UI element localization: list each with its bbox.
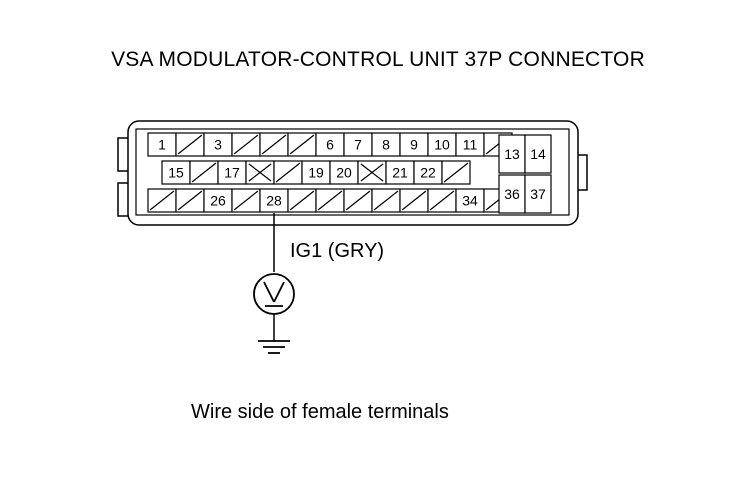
unused-terminal-slash bbox=[149, 190, 175, 211]
terminal-number: 37 bbox=[530, 186, 546, 202]
terminal-number: 34 bbox=[462, 193, 478, 209]
blocked-terminal-cross bbox=[360, 163, 384, 182]
terminal-number: 20 bbox=[336, 165, 352, 181]
terminal-cell bbox=[524, 174, 552, 214]
unused-terminal-slash bbox=[289, 134, 315, 155]
terminal-number: 1 bbox=[158, 137, 166, 153]
unused-terminal-slash bbox=[275, 162, 301, 183]
terminal-number: 15 bbox=[168, 165, 184, 181]
terminal-number: 28 bbox=[266, 193, 282, 209]
terminal-number: 26 bbox=[210, 193, 226, 209]
terminal-cell bbox=[524, 134, 552, 174]
unused-terminal-slash bbox=[373, 190, 399, 211]
unused-terminal-slash bbox=[289, 190, 315, 211]
diagram-title: VSA MODULATOR-CONTROL UNIT 37P CONNECTOR bbox=[111, 48, 645, 71]
terminal-number: 9 bbox=[410, 137, 418, 153]
unused-terminal-slash bbox=[177, 190, 203, 211]
unused-terminal-slash bbox=[317, 190, 343, 211]
terminal-number: 17 bbox=[224, 165, 240, 181]
terminal-number: 13 bbox=[504, 146, 520, 162]
unused-terminal-slash bbox=[401, 190, 427, 211]
unused-terminal-slash bbox=[191, 162, 217, 183]
blocked-terminal-cross bbox=[248, 163, 272, 182]
terminal-number: 10 bbox=[434, 137, 450, 153]
signal-label: IG1 (GRY) bbox=[290, 240, 385, 262]
voltmeter-icon bbox=[253, 273, 295, 315]
terminal-cell bbox=[498, 174, 526, 214]
terminal-number: 7 bbox=[354, 137, 362, 153]
unused-terminal-slash bbox=[233, 190, 259, 211]
unused-terminal-slash bbox=[443, 162, 469, 183]
terminal-number: 14 bbox=[530, 146, 546, 162]
terminal-number: 19 bbox=[308, 165, 324, 181]
unused-terminal-slash bbox=[345, 190, 371, 211]
terminal-number: 21 bbox=[392, 165, 408, 181]
unused-terminal-slash bbox=[429, 190, 455, 211]
terminal-cell bbox=[498, 134, 526, 174]
diagram-caption: Wire side of female terminals bbox=[191, 401, 449, 423]
terminal-number: 22 bbox=[420, 165, 436, 181]
unused-terminal-slash bbox=[177, 134, 203, 155]
terminal-number: 6 bbox=[326, 137, 334, 153]
ground-icon bbox=[258, 340, 290, 354]
terminal-number: 8 bbox=[382, 137, 390, 153]
connector-inner-frame bbox=[135, 128, 570, 216]
unused-terminal-slash bbox=[261, 134, 287, 155]
terminal-number: 3 bbox=[214, 137, 222, 153]
unused-terminal-slash bbox=[233, 134, 259, 155]
terminal-number: 36 bbox=[504, 186, 520, 202]
terminal-number: 11 bbox=[463, 137, 478, 153]
